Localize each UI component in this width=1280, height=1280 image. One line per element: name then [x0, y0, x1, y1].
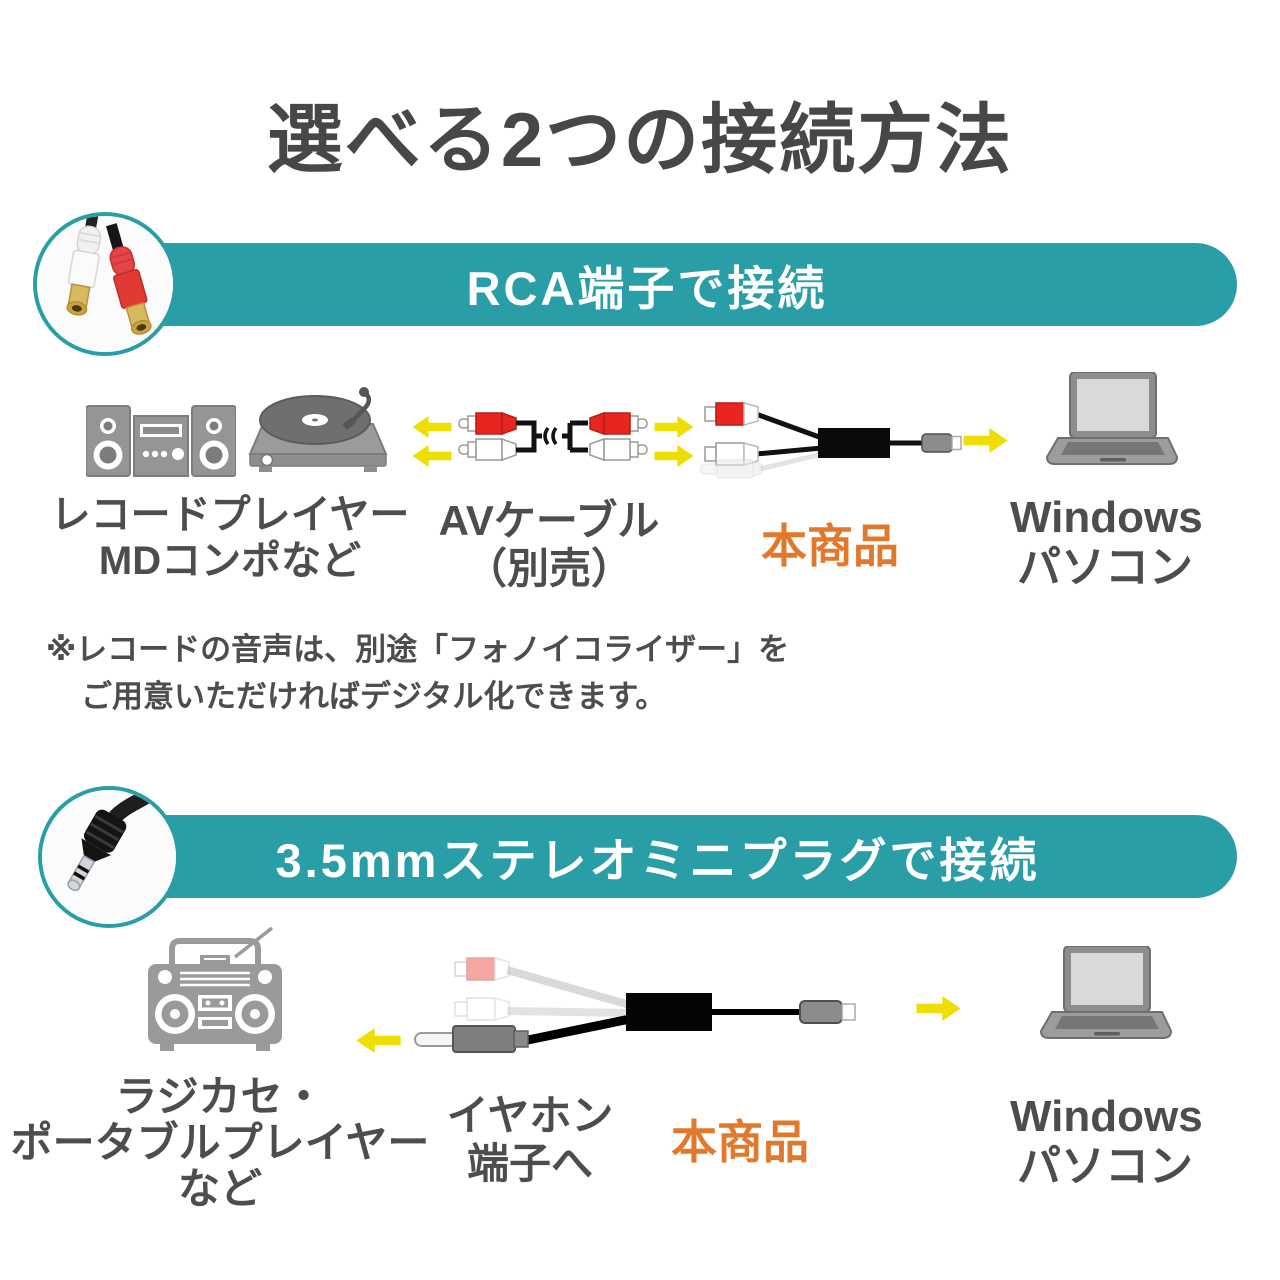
cable-label-miniplug: イヤホン 端子へ — [446, 1092, 614, 1187]
arrow-right-icon — [654, 416, 694, 438]
rca-jacks-photo — [33, 212, 177, 356]
pc-label-rca: Windows パソコン — [1010, 493, 1203, 593]
arrow-left-icon — [356, 1028, 401, 1053]
arrow-right-icon — [963, 428, 1008, 453]
page-title: 選べる2つの接続方法 — [266, 98, 1014, 183]
mini-plug-photo-icon — [42, 790, 176, 924]
arrow-left-icon — [412, 416, 452, 438]
banner-miniplug-label: 3.5mmステレオミニプラグで接続 — [275, 834, 1040, 887]
mini-plug-photo — [38, 786, 180, 928]
banner-rca: RCA端子で接続 — [57, 243, 1237, 326]
banner-miniplug: 3.5mmステレオミニプラグで接続 — [78, 815, 1237, 898]
arrow-right-icon — [654, 445, 694, 467]
arrow-right-icon — [916, 996, 961, 1021]
arrow-left-icon — [412, 445, 452, 467]
note-phono-equalizer: ※レコードの音声は、別途「フォノイコライザー」を ご用意いただければデジタル化で… — [46, 632, 790, 714]
av-cable-icon — [458, 411, 648, 462]
converter-cable-rca-icon — [700, 402, 962, 479]
cable-label-rca: AVケーブル （別売） — [438, 497, 660, 592]
source-label-rca: レコードプレイヤー MDコンポなど — [50, 493, 410, 583]
banner-rca-label: RCA端子で接続 — [466, 262, 828, 315]
laptop-icon — [1040, 946, 1172, 1039]
converter-cable-miniplug-icon — [414, 957, 856, 1053]
arrows-right-double — [650, 416, 698, 467]
turntable-icon — [248, 387, 388, 472]
stereo-system-icon — [86, 405, 236, 477]
pc-label-miniplug: Windows パソコン — [1010, 1092, 1203, 1192]
product-label-miniplug: 本商品 — [671, 1116, 809, 1168]
rca-jacks-photo-icon — [37, 216, 173, 352]
source-label-miniplug: ラジカセ・ ポータブルプレイヤー など — [10, 1073, 430, 1213]
laptop-icon — [1046, 372, 1178, 465]
product-label-rca: 本商品 — [761, 520, 899, 572]
arrows-left-double — [408, 416, 456, 467]
boombox-icon — [148, 926, 282, 1051]
